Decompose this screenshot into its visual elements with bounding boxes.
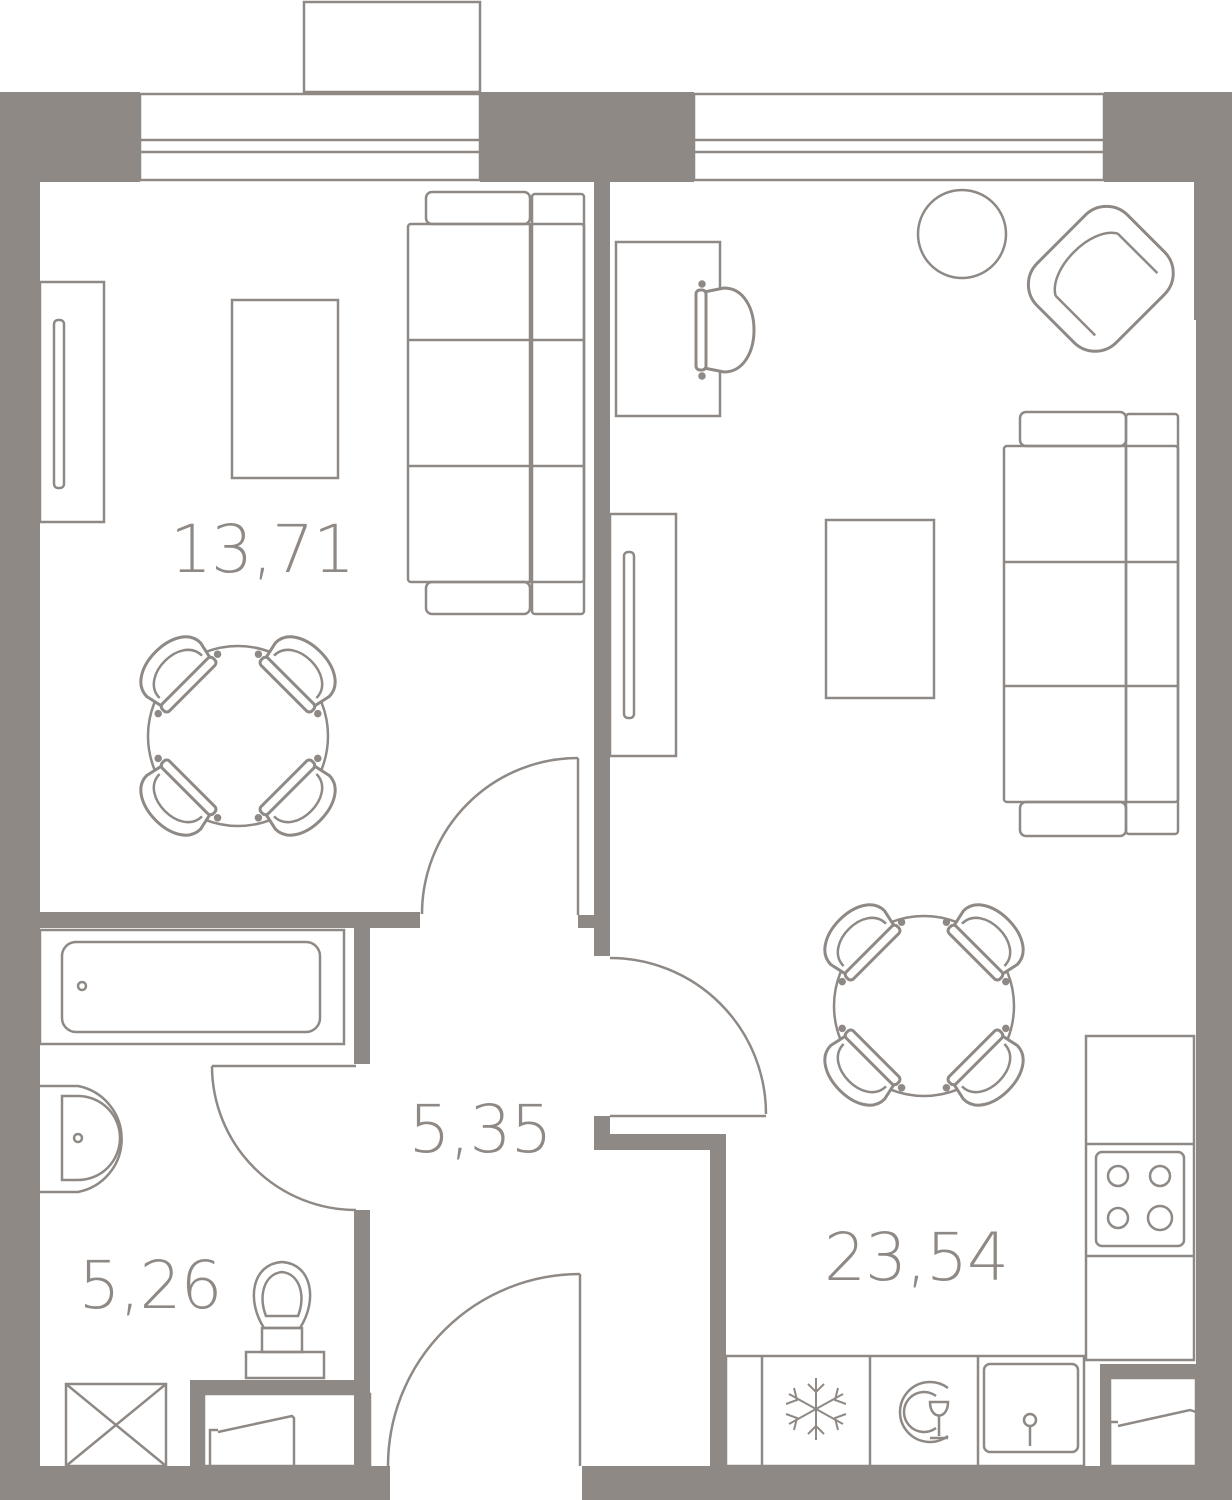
bedroom <box>38 190 586 854</box>
wall-left <box>0 92 40 1500</box>
wall-partition-lower <box>594 928 610 956</box>
stove-icon <box>1094 1150 1186 1248</box>
wall-partition-vertical <box>594 182 610 920</box>
living-door-swing <box>609 956 768 1115</box>
living-coffee-table <box>824 518 936 700</box>
living-side-table <box>916 188 1008 280</box>
bathroom-area: 5,26 <box>79 1247 222 1324</box>
wall-hall-kitchen-horizontal <box>594 1134 724 1150</box>
window-left <box>138 92 482 182</box>
living-dining-set <box>806 886 1042 1124</box>
bedroom-door-swing <box>420 756 579 915</box>
bedroom-dining-set <box>122 618 354 854</box>
window-right <box>692 92 1106 182</box>
wall-top-middle <box>480 92 694 182</box>
entrance-door-swing <box>386 1272 581 1467</box>
living-desk-chair <box>694 280 756 380</box>
living-sofa <box>1002 410 1180 838</box>
wall-shaft-bath <box>190 1380 370 1394</box>
area-labels: 13,71 23,54 5,35 5,26 <box>79 511 1009 1324</box>
living-kitchen <box>608 188 1198 1468</box>
windows <box>138 0 1106 182</box>
kitchen-counter-right <box>1084 1034 1196 1362</box>
wall-bath-hall-upper <box>354 928 370 1064</box>
wall-shaft-kitchen-side <box>1100 1364 1110 1466</box>
bedroom-wardrobe <box>38 280 106 524</box>
bedroom-wardrobe-handle <box>52 318 66 490</box>
bathroom-shaft <box>202 1392 372 1468</box>
bathtub-icon <box>38 928 346 1046</box>
wall-top-right <box>1104 92 1232 182</box>
wall-bottom-right <box>582 1466 1232 1500</box>
toilet-icon <box>244 1260 326 1380</box>
wall-bath-hall-lower <box>354 1210 370 1466</box>
wall-bedroom-bath <box>40 912 420 928</box>
bathroom-door-swing <box>210 1065 357 1212</box>
bedroom-coffee-table <box>230 298 340 480</box>
kitchen-counter-bottom <box>724 1354 1086 1468</box>
balcony-frame <box>302 0 482 94</box>
wall-bottom-left <box>0 1466 390 1500</box>
wall-right-lower <box>1196 320 1232 1500</box>
wall-partition-door-jamb <box>578 915 610 928</box>
living-wardrobe <box>608 512 678 758</box>
doors <box>210 756 768 1467</box>
living-armchair <box>1026 204 1175 353</box>
fridge-snowflake-icon <box>785 1378 847 1440</box>
wall-right-upper <box>1194 182 1232 320</box>
bedroom-sofa <box>406 190 586 616</box>
dishwasher-icon <box>898 1380 950 1444</box>
hallway-area: 5,35 <box>409 1091 552 1168</box>
wall-shaft-bath-side <box>190 1380 204 1466</box>
bathroom <box>38 928 372 1468</box>
washbasin-icon <box>40 1084 123 1194</box>
living-wardrobe-handle <box>622 550 636 720</box>
living-kitchen-area: 23,54 <box>824 1219 1008 1296</box>
walls <box>0 92 1232 1500</box>
sink-icon <box>982 1362 1080 1454</box>
kitchen-shaft <box>1108 1376 1198 1468</box>
wall-hall-kitchen-vertical <box>710 1134 726 1466</box>
shower-icon <box>64 1382 168 1468</box>
bedroom-area: 13,71 <box>170 511 354 588</box>
wall-shaft-kitchen <box>1100 1364 1196 1378</box>
